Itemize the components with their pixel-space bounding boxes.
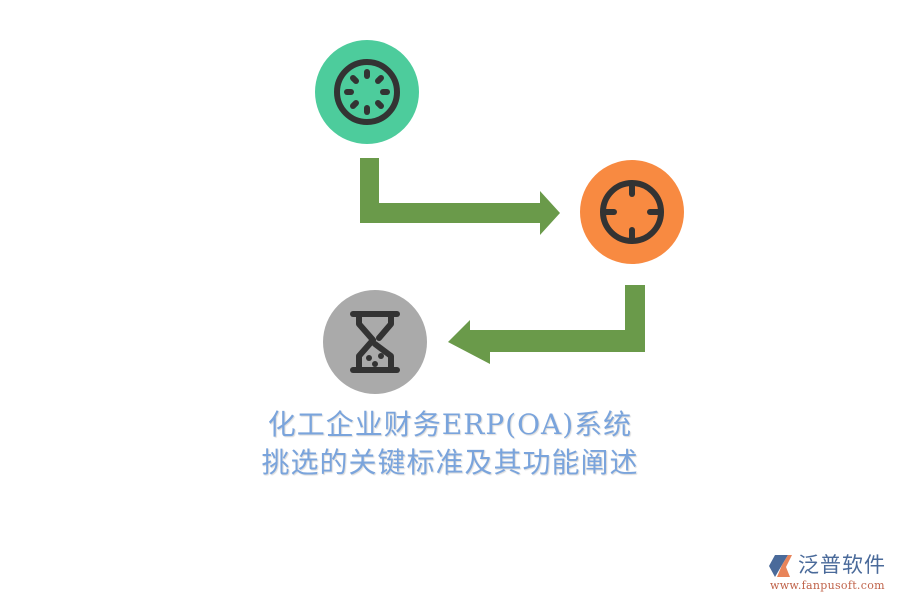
title-line-1: 化工企业财务ERP(OA)系统 bbox=[267, 408, 633, 441]
step-1-circle bbox=[315, 40, 419, 144]
flow-arrow-2 bbox=[448, 285, 645, 364]
loading-spinner-icon bbox=[334, 59, 400, 125]
step-2-circle bbox=[580, 160, 684, 264]
logo-brand-text: 泛普软件 bbox=[798, 553, 886, 577]
brand-logo: 泛普软件 www.fanpusoft.com bbox=[768, 552, 893, 594]
fanpu-logo-icon bbox=[769, 555, 792, 577]
flow-arrow-1 bbox=[360, 158, 560, 235]
step-3-circle bbox=[323, 290, 427, 394]
logo-url-text: www.fanpusoft.com bbox=[770, 579, 885, 592]
crosshair-target-icon bbox=[600, 180, 664, 244]
hourglass-icon bbox=[350, 311, 400, 373]
title-line-2: 挑选的关键标准及其功能阐述 bbox=[261, 446, 639, 479]
